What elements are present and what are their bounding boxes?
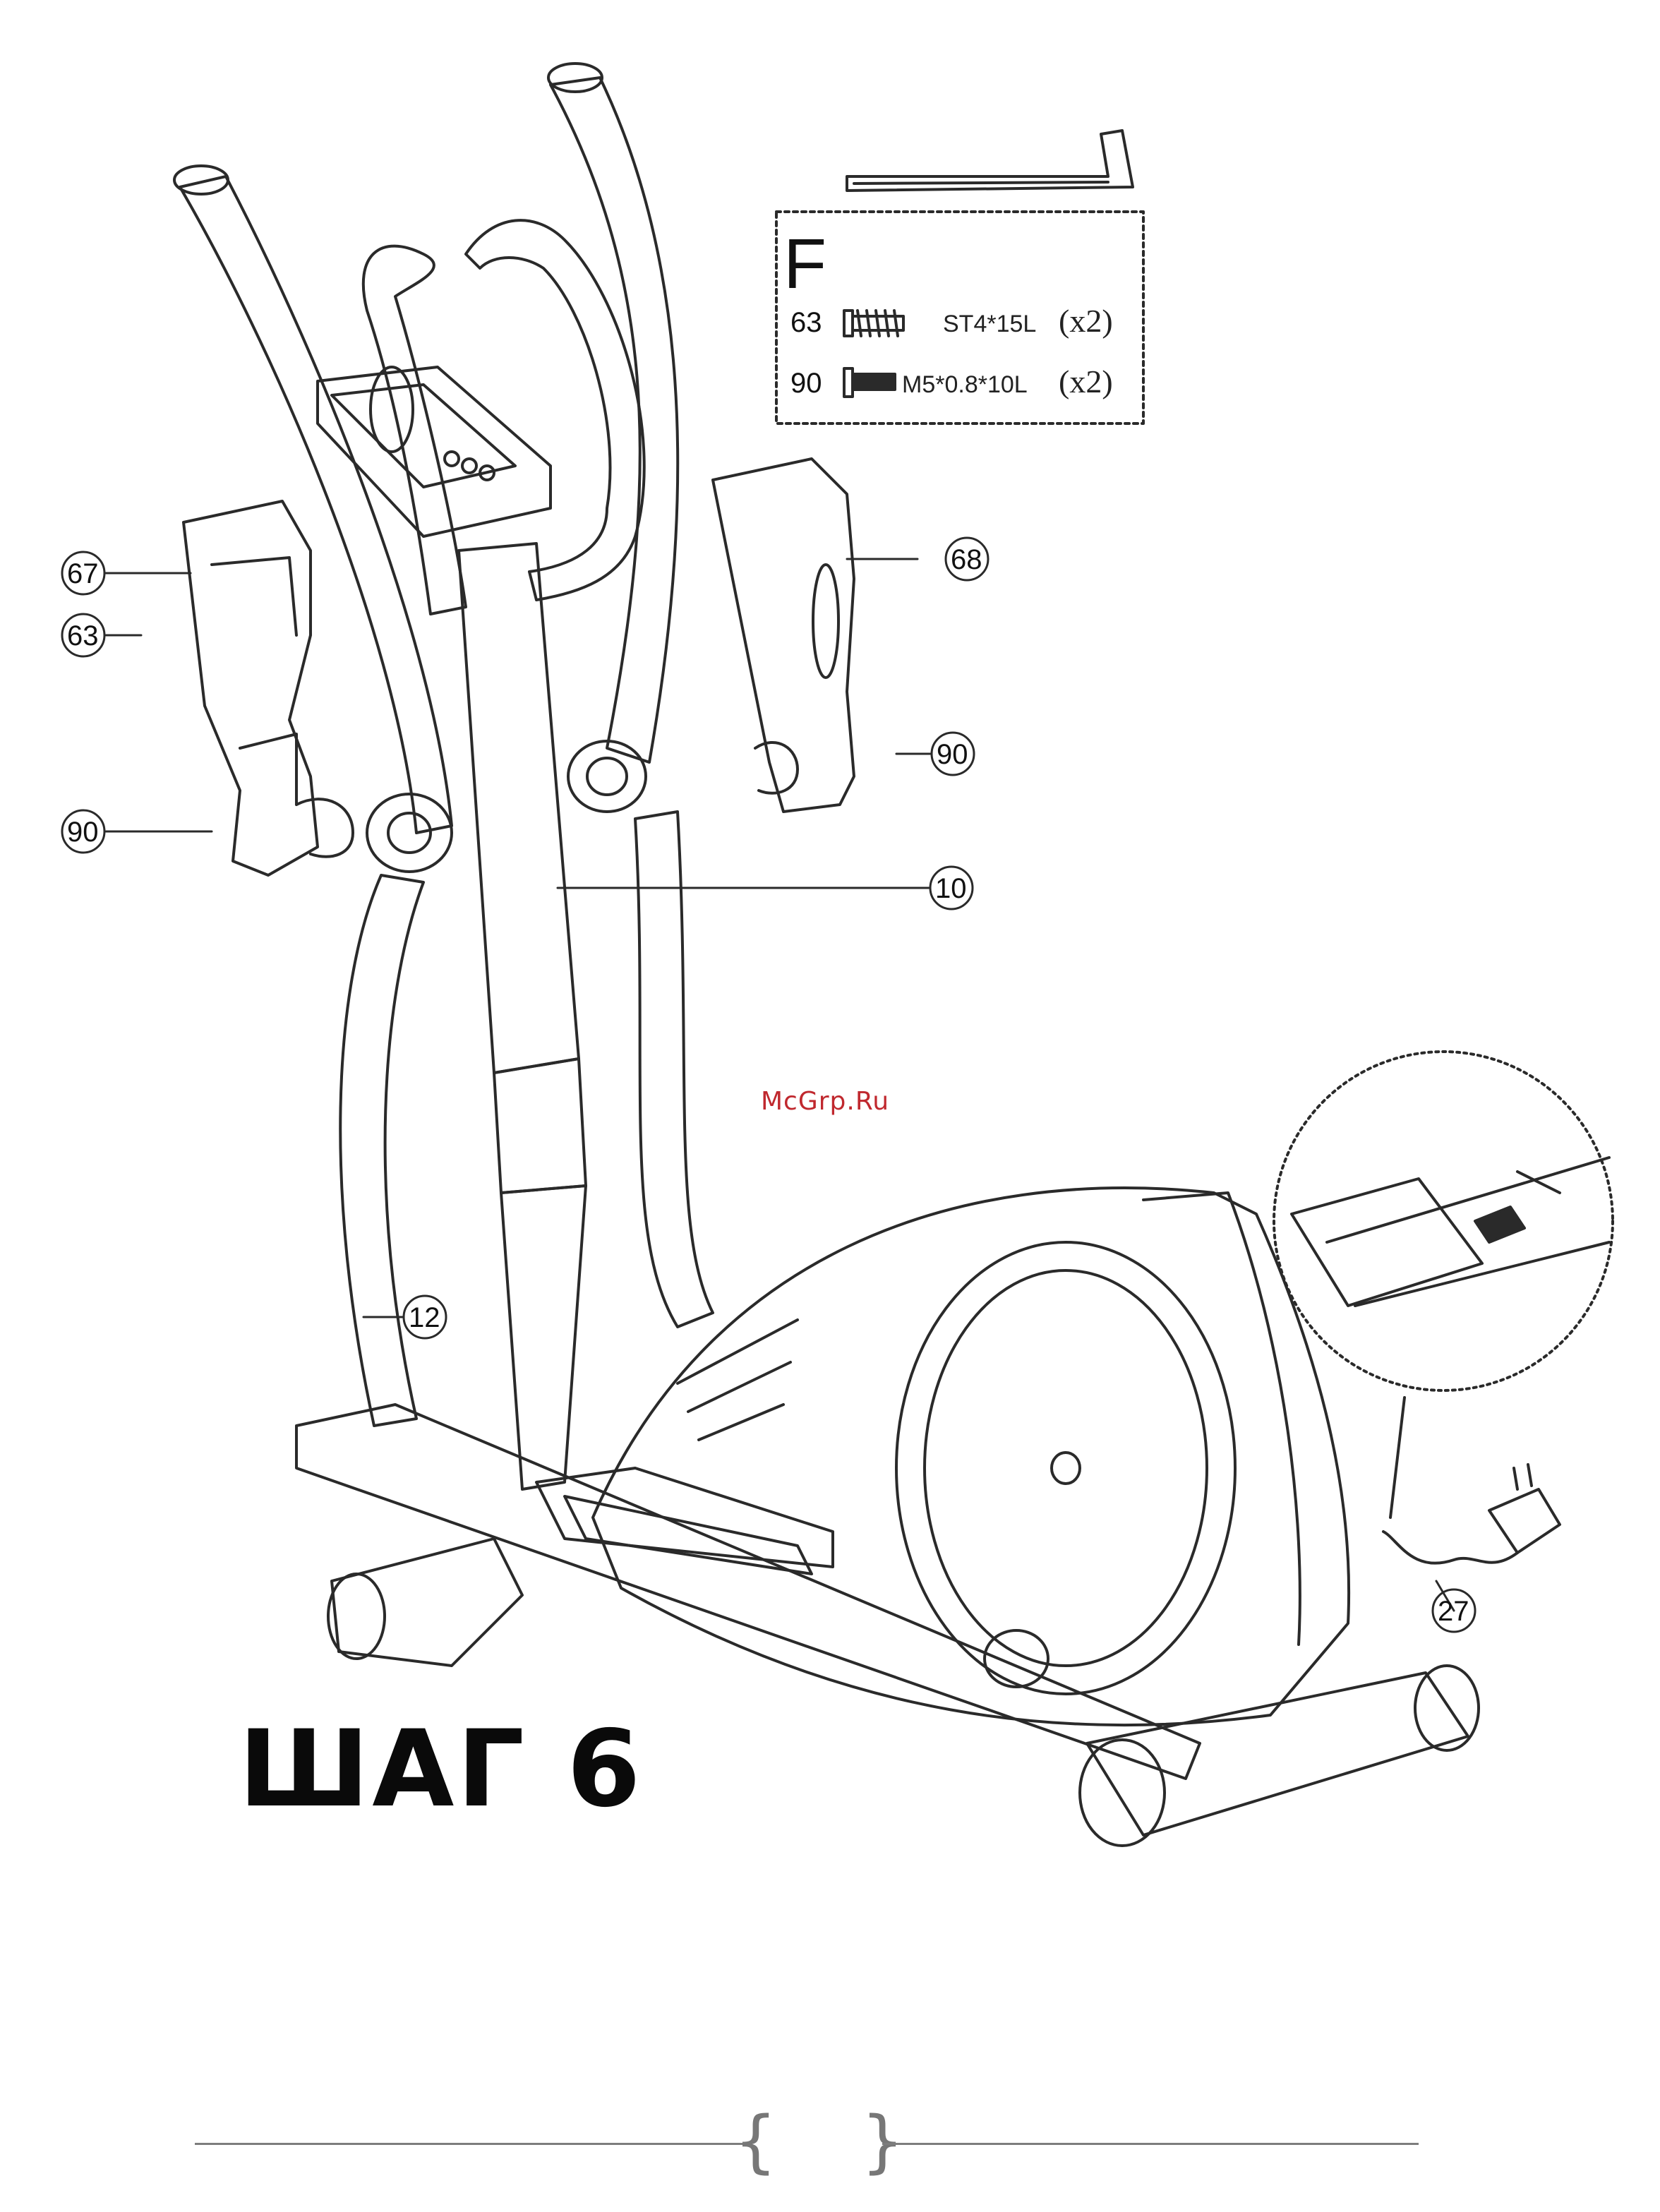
front-stabilizer (985, 1630, 1479, 1846)
rear-stabilizer (328, 1539, 522, 1666)
hardware-item-number: 63 (790, 307, 822, 338)
callout-leaders (106, 559, 1454, 1611)
flywheel-shroud (593, 1188, 1349, 1725)
callout-circles (62, 538, 1475, 1632)
hardware-item-spec: ST4*15L (943, 311, 1036, 337)
pivot-joints (367, 741, 646, 872)
callout-10: 10 (935, 873, 967, 904)
callout-90-right: 90 (937, 739, 968, 770)
detail-magnifier (1274, 1052, 1613, 1517)
hardware-letter: F (783, 224, 826, 303)
watermark: McGrp.Ru (761, 1087, 889, 1116)
footer-bracket-close: } (861, 2108, 904, 2175)
power-adapter (1383, 1465, 1560, 1563)
footer-line-left (195, 2143, 745, 2145)
allen-key-tool (847, 131, 1133, 191)
callout-68: 68 (951, 544, 982, 575)
main-mast (459, 543, 586, 1489)
hardware-item-qty: (x2) (1059, 363, 1113, 399)
fixed-handle-grips (363, 220, 644, 614)
callout-90-left: 90 (67, 817, 99, 848)
callout-67: 67 (67, 558, 99, 589)
footer-line-right (882, 2143, 1419, 2145)
footer-bracket-open: { (734, 2108, 777, 2175)
hardware-item-qty: (x2) (1059, 303, 1113, 339)
callout-63: 63 (67, 620, 99, 651)
screw-63-icon (844, 311, 903, 336)
screw-90-icon (844, 368, 895, 397)
callout-12: 12 (409, 1302, 440, 1333)
hardware-item-number: 90 (790, 368, 822, 399)
right-handlebar-arm (548, 64, 713, 1327)
step-title: ШАГ 6 (239, 1708, 644, 1831)
left-mast-cover (184, 501, 353, 875)
right-mast-cover (713, 459, 854, 812)
callout-27: 27 (1438, 1596, 1469, 1627)
hardware-item-spec: M5*0.8*10L (902, 371, 1028, 398)
console (318, 367, 551, 536)
